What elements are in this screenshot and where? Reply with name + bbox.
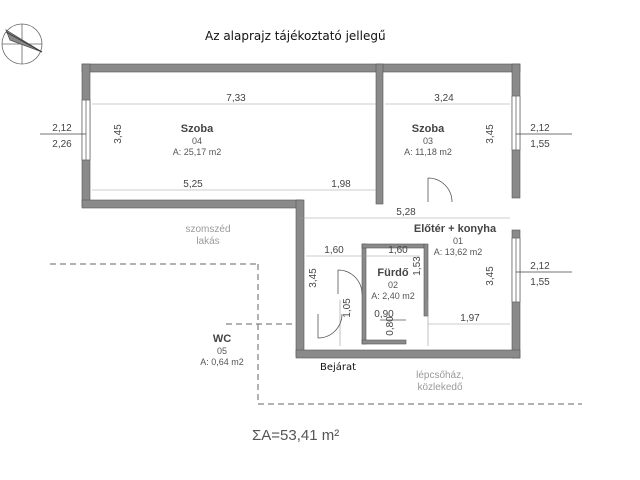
svg-text:WC: WC [213, 333, 231, 345]
svg-text:2,12: 2,12 [530, 123, 550, 134]
room-szoba-04: Szoba 04 A: 25,17 m2 [173, 123, 222, 157]
svg-text:0,80: 0,80 [385, 316, 396, 336]
svg-text:2,26: 2,26 [52, 139, 72, 150]
svg-text:Fürdő: Fürdő [377, 267, 408, 279]
room-szoba-03: Szoba 03 A: 11,18 m2 [404, 123, 452, 157]
svg-text:05: 05 [217, 346, 227, 356]
svg-text:1,60: 1,60 [388, 245, 408, 256]
svg-text:02: 02 [388, 280, 398, 290]
svg-text:03: 03 [423, 136, 433, 146]
svg-text:1,60: 1,60 [324, 245, 344, 256]
svg-text:3,24: 3,24 [434, 93, 454, 104]
window-leaders [40, 133, 572, 273]
svg-text:01: 01 [453, 236, 463, 246]
room-furdo: Fürdő 02 A: 2,40 m2 [371, 267, 415, 301]
svg-text:Szoba: Szoba [181, 123, 214, 135]
doors [317, 177, 453, 339]
info-note: Az alaprajz tájékoztató jellegű [205, 29, 386, 43]
svg-text:1,97: 1,97 [460, 313, 480, 324]
svg-text:2,12: 2,12 [530, 261, 550, 272]
svg-text:5,25: 5,25 [183, 179, 203, 190]
svg-text:közlekedő: közlekedő [417, 382, 462, 393]
svg-text:5,28: 5,28 [396, 207, 416, 218]
svg-text:1,55: 1,55 [530, 277, 550, 288]
svg-text:3,45: 3,45 [308, 268, 319, 288]
svg-text:2,12: 2,12 [52, 123, 72, 134]
svg-text:A: 13,62 m2: A: 13,62 m2 [434, 247, 483, 257]
neighbor-boundaries [50, 263, 582, 405]
svg-text:0,90: 0,90 [374, 309, 394, 320]
svg-text:3,45: 3,45 [485, 266, 496, 286]
svg-text:1,98: 1,98 [331, 179, 351, 190]
svg-text:A: 11,18 m2: A: 11,18 m2 [404, 147, 452, 157]
svg-text:1,53: 1,53 [412, 256, 423, 276]
entrance-label: Bejárat [320, 361, 356, 373]
svg-text:Szoba: Szoba [412, 123, 445, 135]
svg-text:szomszéd: szomszéd [185, 224, 230, 235]
dimension-labels: 7,33 3,24 5,25 1,98 5,28 1,60 1,60 1,97 … [52, 93, 550, 336]
svg-text:A: 0,64 m2: A: 0,64 m2 [200, 357, 244, 367]
svg-text:lépcsőház,: lépcsőház, [416, 370, 464, 381]
svg-text:7,33: 7,33 [226, 93, 246, 104]
room-eloter: Előtér + konyha 01 A: 13,62 m2 [414, 223, 497, 257]
dimension-lines [92, 103, 510, 346]
stairwell-label: lépcsőház, közlekedő [416, 370, 464, 393]
svg-text:lakás: lakás [196, 236, 219, 247]
svg-text:3,45: 3,45 [485, 124, 496, 144]
svg-text:04: 04 [192, 136, 202, 146]
svg-text:Előtér + konyha: Előtér + konyha [414, 223, 497, 235]
svg-text:A: 25,17 m2: A: 25,17 m2 [173, 147, 222, 157]
windows [81, 95, 521, 303]
svg-text:3,45: 3,45 [113, 124, 124, 144]
neighbor-apartment-label: szomszéd lakás [185, 224, 230, 247]
total-area: ΣA=53,41 m² [252, 427, 339, 444]
walls [81, 63, 521, 359]
svg-text:1,05: 1,05 [342, 298, 353, 318]
svg-text:1,55: 1,55 [530, 139, 550, 150]
svg-text:A: 2,40 m2: A: 2,40 m2 [371, 291, 415, 301]
north-arrow-icon [1, 23, 43, 65]
room-wc: WC 05 A: 0,64 m2 [200, 333, 244, 367]
